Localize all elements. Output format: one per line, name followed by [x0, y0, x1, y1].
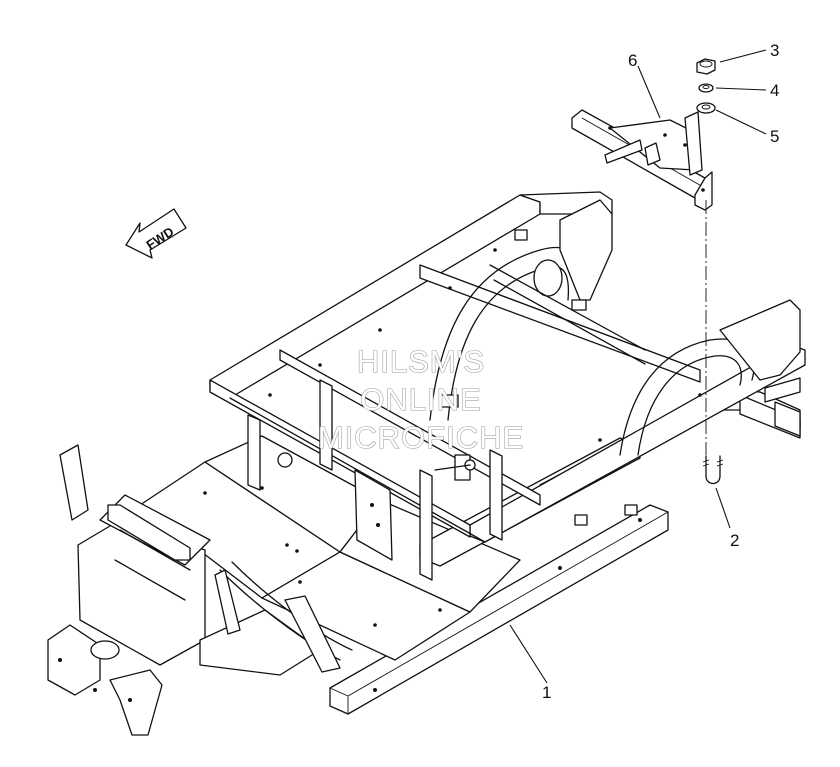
frame-details: [277, 229, 638, 526]
callout-labels: 1 2 3 4 5 6: [542, 41, 779, 702]
callout-6: 6: [628, 51, 637, 70]
forward-direction-arrow: FWD: [125, 208, 187, 259]
watermark-line-1: HILSM'S: [357, 344, 485, 379]
watermark: HILSM'S ONLINE MICROFICHE: [317, 343, 524, 455]
watermark-line-3: MICROFICHE: [318, 420, 524, 455]
side-rail: [329, 504, 669, 715]
callout-1: 1: [542, 683, 551, 702]
flat-washer: [696, 102, 716, 114]
u-bolt: [702, 455, 724, 485]
callout-5: 5: [770, 127, 779, 146]
main-frame: [47, 191, 806, 736]
roll-bar-arches: [429, 199, 801, 456]
hex-nut: [696, 58, 716, 75]
vertical-posts: [247, 379, 503, 581]
watermark-line-2: ONLINE: [360, 382, 481, 417]
lock-washer: [698, 83, 714, 93]
front-bulkhead: [47, 444, 353, 736]
callout-3: 3: [770, 41, 779, 60]
callout-4: 4: [770, 81, 779, 100]
callout-2: 2: [730, 531, 739, 550]
leader-lines: [509, 49, 767, 684]
mounting-bracket: [571, 109, 713, 211]
